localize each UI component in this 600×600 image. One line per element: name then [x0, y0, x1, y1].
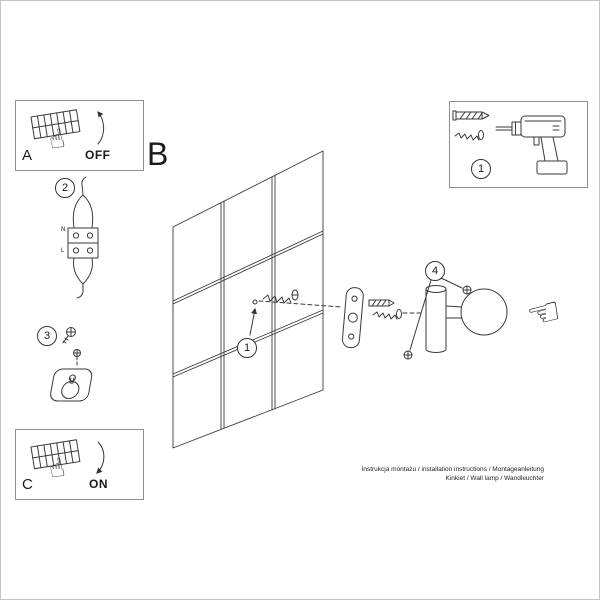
panel-c-box [15, 429, 144, 500]
screw-head-icon [462, 285, 472, 295]
step-1-badge-tools: 1 [471, 159, 491, 179]
breaker-panel-icon [30, 439, 81, 470]
fixing-screws-drawing [368, 299, 424, 320]
panel-c-label: C [22, 476, 33, 493]
lamp-sphere [460, 288, 508, 336]
step-2-badge: 2 [55, 178, 75, 198]
mounting-plate-drawing [50, 349, 93, 402]
switch-off-arrow-icon [97, 111, 105, 145]
footer-text: Instrukcja montażu / installation instru… [362, 466, 544, 483]
step-4-leaders [409, 277, 463, 351]
step-1-badge-wall: 1 [237, 338, 257, 358]
wire-diagram [67, 176, 99, 299]
panel-a-state: OFF [85, 148, 111, 162]
wall-step-arrow [249, 307, 258, 336]
footer-line-1: Instrukcja montażu / installation instru… [361, 466, 544, 473]
wall-anchor-drawing [252, 289, 343, 308]
screw-head-icon [403, 350, 413, 360]
wall-drawing [172, 150, 324, 449]
screw-icon [454, 130, 484, 141]
panel-c-state: ON [89, 477, 108, 491]
screw-icon [62, 327, 76, 344]
bracket-drawing [341, 287, 364, 349]
drill-icon [495, 115, 568, 175]
section-b-label: B [147, 136, 169, 172]
switch-on-arrow-icon [96, 441, 105, 474]
dowel-icon [452, 110, 490, 121]
breaker-panel-icon [30, 109, 81, 140]
panel-a-label: A [22, 147, 33, 164]
wire-n-label: N [61, 227, 66, 233]
wire-l-label: L [61, 248, 65, 254]
footer-line-2: Kinkiet / Wall lamp / Wandleuchter [445, 474, 545, 482]
step-3-badge: 3 [37, 326, 57, 346]
step-4-badge: 4 [425, 261, 445, 281]
panel-a-box [15, 100, 144, 171]
tools-box [449, 101, 588, 188]
lamp-drawing [425, 285, 508, 353]
